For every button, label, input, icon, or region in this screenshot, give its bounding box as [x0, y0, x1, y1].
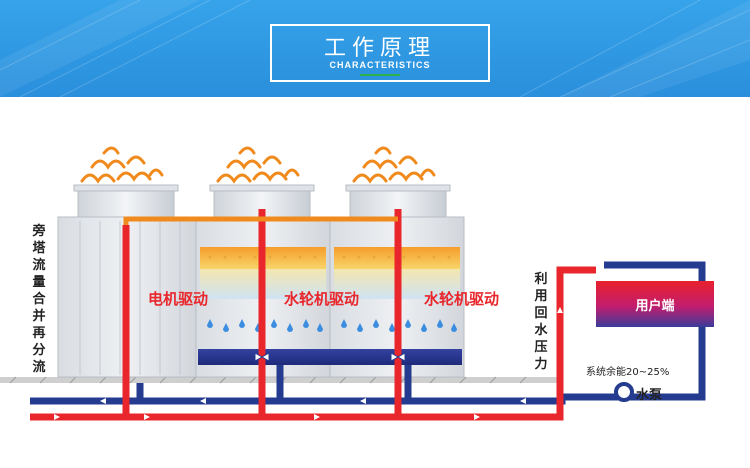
drive-label-turbine-1: 水轮机驱动 — [284, 290, 360, 308]
cooling-tower-system-svg — [0, 146, 706, 421]
title-underline — [360, 74, 400, 76]
drive-label-motor: 电机驱动 — [148, 290, 209, 308]
spray-drops-orange — [208, 255, 451, 259]
fan-hood-1 — [73, 184, 179, 218]
header-banner: 工作原理 CHARACTERISTICS — [0, 0, 750, 97]
steam-plumes — [80, 146, 436, 184]
return-pressure-label: 利用回水压力 — [534, 272, 548, 372]
working-principle-diagram: 旁塔流量合并再分流 电机驱动 水轮机驱动 水轮机驱动 利用回水压力 用户端 系统… — [0, 97, 750, 464]
bypass-header-pipe — [123, 216, 398, 225]
page-subtitle: CHARACTERISTICS — [329, 60, 431, 70]
bypass-merge-label: 旁塔流量合并再分流 — [32, 224, 46, 375]
water-droplets — [207, 319, 457, 332]
surplus-energy-note: 系统余能20~25% — [586, 367, 670, 378]
pump-symbol — [614, 382, 634, 402]
drive-label-turbine-2: 水轮机驱动 — [424, 290, 500, 308]
hot-water-pipe — [30, 209, 596, 421]
banner-streaks — [0, 0, 750, 97]
pump-label: 水泵 — [636, 388, 663, 403]
water-basin — [198, 349, 462, 365]
title-box: 工作原理 CHARACTERISTICS — [270, 24, 490, 82]
valve-symbols — [254, 352, 406, 362]
tower-panel-lines — [79, 221, 181, 375]
user-end-box: 用户端 — [596, 281, 714, 327]
page-title: 工作原理 — [323, 36, 436, 61]
